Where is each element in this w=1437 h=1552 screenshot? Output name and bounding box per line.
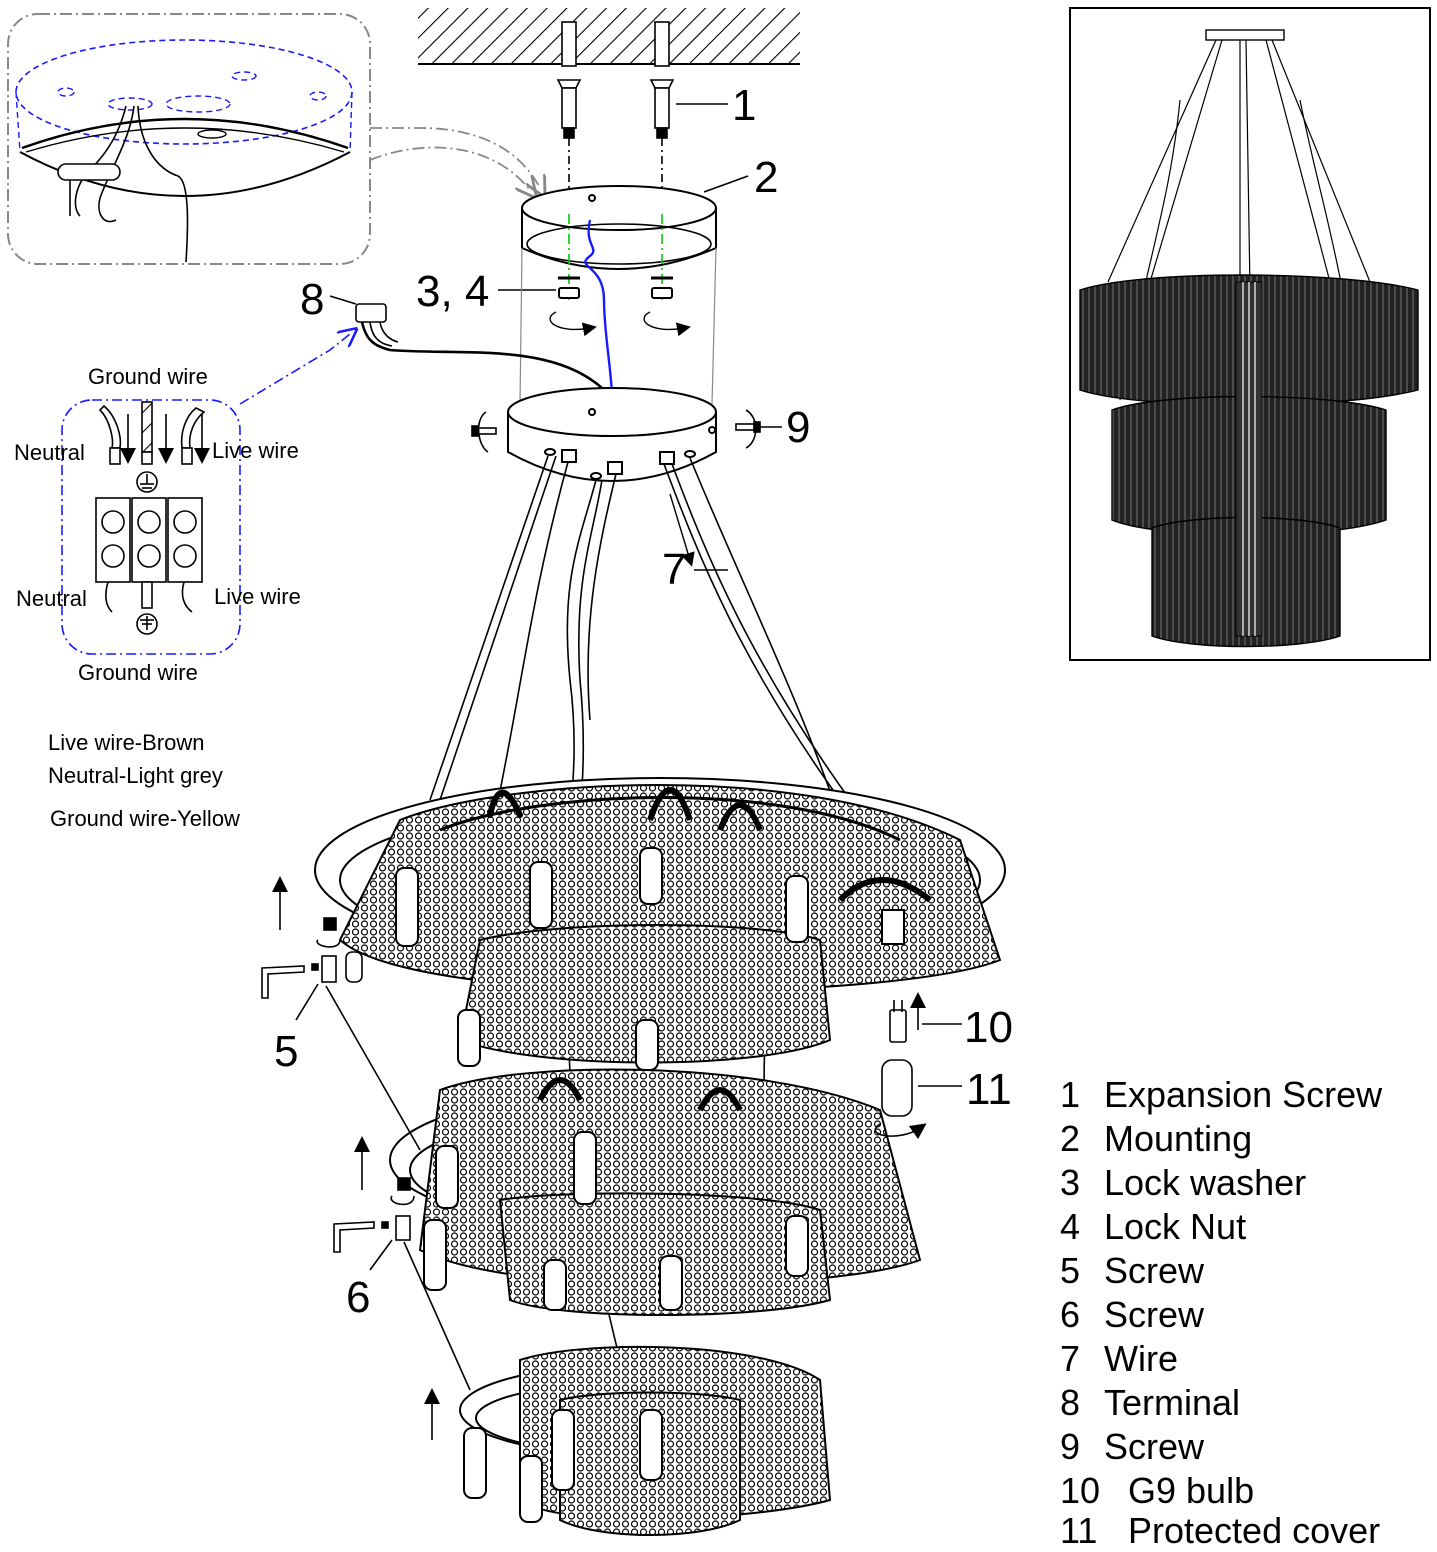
callout-9: 9 xyxy=(786,403,811,452)
callout-3-4: 3, 4 xyxy=(416,267,490,316)
legend-item: 6 Screw xyxy=(1060,1294,1204,1336)
color-note-ground: Ground wire-Yellow xyxy=(50,806,240,831)
legend-item-name: Terminal xyxy=(1104,1382,1241,1423)
tier-screws xyxy=(261,917,415,1271)
plate-outline xyxy=(519,247,717,405)
legend-item: 11 Protected cover xyxy=(1060,1510,1380,1552)
legend-item-name: Expansion Screw xyxy=(1104,1074,1383,1115)
upward-arrows xyxy=(272,876,440,1440)
ground-wire-top-label: Ground wire xyxy=(88,364,208,389)
legend-item-number: 3 xyxy=(1060,1162,1081,1203)
callout-11: 11 xyxy=(966,1065,1012,1114)
expansion-screws xyxy=(556,21,728,190)
legend-item-name: G9 bulb xyxy=(1128,1470,1255,1511)
callout-5: 5 xyxy=(274,1027,299,1076)
wiring-inset xyxy=(61,334,350,655)
canopy-detail-inset xyxy=(7,13,371,265)
color-note-neutral: Neutral-Light grey xyxy=(48,763,223,788)
legend-item: 8 Terminal xyxy=(1060,1382,1240,1424)
legend-item-number: 7 xyxy=(1060,1338,1081,1379)
legend-item: 2 Mounting xyxy=(1060,1118,1252,1160)
callout-7: 7 xyxy=(662,545,687,594)
color-note-live: Live wire-Brown xyxy=(48,730,205,755)
legend-item: 7 Wire xyxy=(1060,1338,1178,1380)
blue-cable xyxy=(584,219,614,395)
legend-item-name: Screw xyxy=(1104,1426,1205,1467)
legend-item-name: Lock washer xyxy=(1104,1162,1307,1203)
legend-item-number: 2 xyxy=(1060,1118,1081,1159)
legend-item: 9 Screw xyxy=(1060,1426,1204,1468)
legend-item-number: 10 xyxy=(1060,1470,1101,1511)
legend-item-number: 8 xyxy=(1060,1382,1081,1423)
legend-item-name: Mounting xyxy=(1104,1118,1253,1159)
legend-item: 1 Expansion Screw xyxy=(1060,1074,1382,1116)
legend-item: 5 Screw xyxy=(1060,1250,1204,1292)
tier-1 xyxy=(314,777,1006,1071)
overview-frame xyxy=(1069,7,1431,661)
live-wire-top-label: Live wire xyxy=(212,438,299,463)
callout-2: 2 xyxy=(754,153,779,202)
legend-item-number: 5 xyxy=(1060,1250,1081,1291)
lock-washer-nut xyxy=(498,276,691,337)
ground-wire-bottom-label: Ground wire xyxy=(78,660,198,685)
tier-2 xyxy=(389,1068,922,1316)
tier-3 xyxy=(459,1345,832,1536)
legend-item-name: Wire xyxy=(1104,1338,1178,1379)
live-wire-bottom-label: Live wire xyxy=(214,584,301,609)
bulb-and-cover xyxy=(874,992,962,1140)
legend-item: 4 Lock Nut xyxy=(1060,1206,1246,1248)
legend-item-number: 9 xyxy=(1060,1426,1081,1467)
ceiling xyxy=(418,8,800,65)
legend-item-name: Protected cover xyxy=(1128,1510,1381,1551)
legend-item: 10 G9 bulb xyxy=(1060,1470,1254,1512)
terminal-block-small xyxy=(329,295,611,397)
callout-10: 10 xyxy=(964,1003,1013,1052)
callout-6: 6 xyxy=(346,1273,371,1322)
legend-item-name: Screw xyxy=(1104,1250,1205,1291)
neutral-top-label: Neutral xyxy=(14,440,85,465)
legend-item-name: Lock Nut xyxy=(1104,1206,1247,1247)
legend-item-number: 1 xyxy=(1060,1074,1081,1115)
mounting-plate xyxy=(521,175,749,270)
legend-item-number: 11 xyxy=(1060,1510,1098,1551)
legend-item-name: Screw xyxy=(1104,1294,1205,1335)
guide-lines xyxy=(568,214,663,300)
callout-8: 8 xyxy=(300,275,325,324)
tier-connection-wires xyxy=(325,985,471,1391)
inset-pointer-arrows xyxy=(369,127,540,190)
callout-1: 1 xyxy=(732,81,757,130)
side-screws xyxy=(471,409,782,453)
canopy-base xyxy=(507,387,717,482)
legend-item-number: 4 xyxy=(1060,1206,1081,1247)
legend-item-number: 6 xyxy=(1060,1294,1081,1335)
neutral-bottom-label: Neutral xyxy=(16,586,87,611)
legend-item: 3 Lock washer xyxy=(1060,1162,1306,1204)
